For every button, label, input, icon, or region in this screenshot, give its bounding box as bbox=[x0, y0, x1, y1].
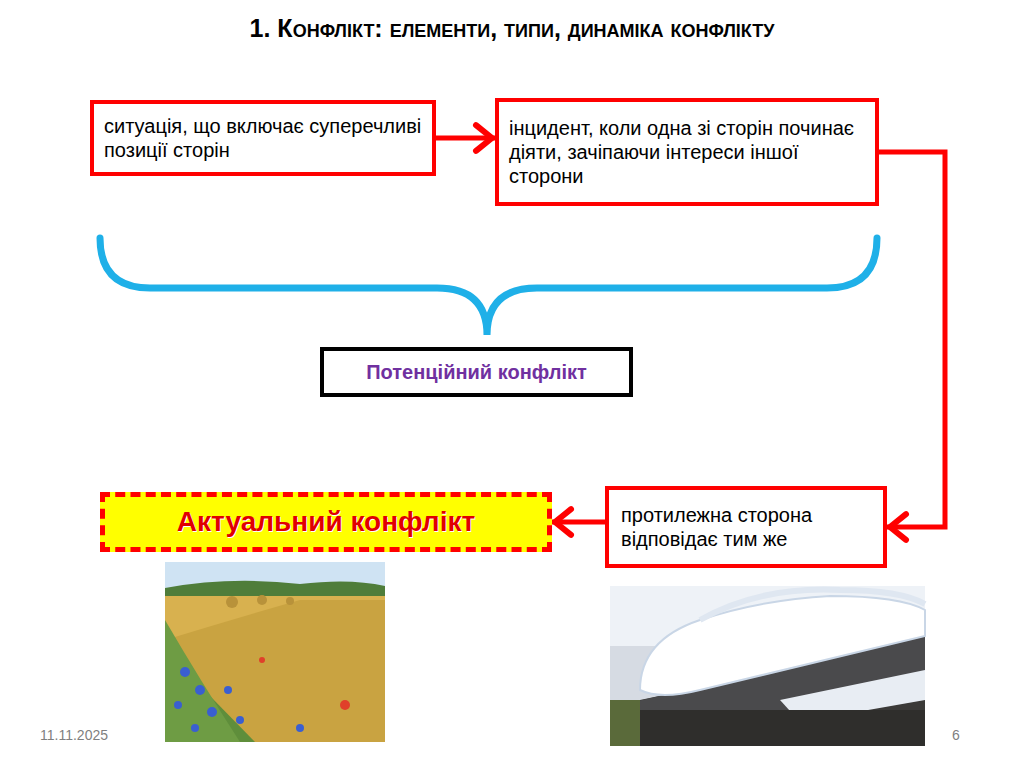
node-text: ситуація, що включає суперечливі позиції… bbox=[104, 114, 422, 162]
date-label: 11.11.2025 bbox=[40, 727, 108, 743]
arrow-connector bbox=[436, 125, 495, 151]
arrowhead bbox=[476, 125, 492, 151]
situation-box: ситуація, що включає суперечливі позиції… bbox=[90, 100, 436, 176]
response-box: протилежна сторона відповідає тим же bbox=[605, 486, 887, 568]
actual-conflict-box: Актуальний конфлікт bbox=[100, 492, 552, 552]
brace bbox=[100, 238, 877, 335]
slide-title: 1. Конфлікт: елементи, типи, динаміка ко… bbox=[0, 14, 1024, 43]
arrowhead bbox=[890, 514, 906, 540]
snow-roof-photo bbox=[610, 586, 925, 746]
connector-line bbox=[879, 152, 945, 527]
node-text: Актуальний конфлікт bbox=[115, 505, 537, 539]
potential-conflict-box: Потенційний конфлікт bbox=[320, 347, 633, 397]
arrow-connector bbox=[879, 152, 945, 540]
arrowhead bbox=[555, 509, 571, 535]
node-text: Потенційний конфлікт bbox=[334, 360, 619, 384]
arrow-connector bbox=[552, 509, 605, 535]
page-number: 6 bbox=[952, 727, 960, 743]
incident-box: інцидент, коли одна зі сторін починає ді… bbox=[495, 98, 879, 206]
node-text: протилежна сторона відповідає тим же bbox=[621, 503, 871, 551]
field-photo bbox=[165, 562, 385, 742]
node-text: інцидент, коли одна зі сторін починає ді… bbox=[509, 116, 865, 188]
